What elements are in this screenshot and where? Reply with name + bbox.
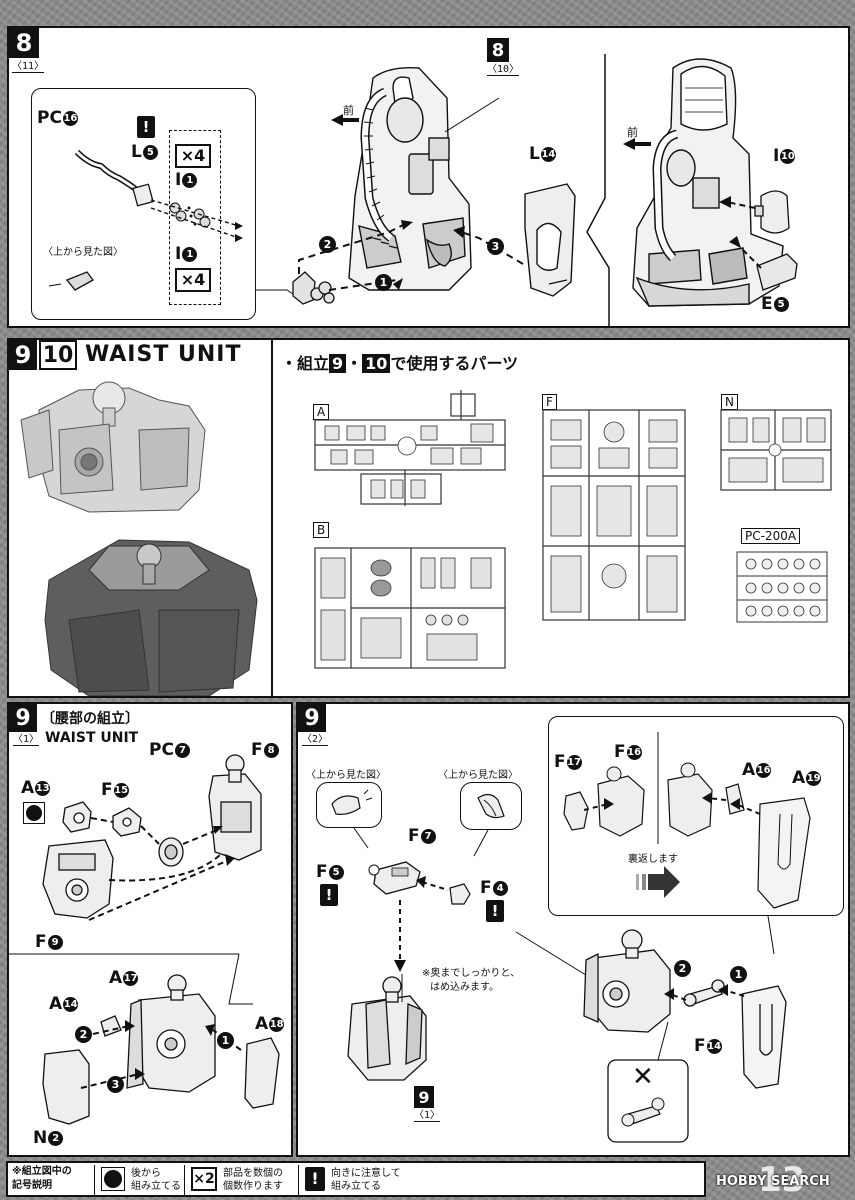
step8-inner-number: 8 — [487, 38, 509, 62]
wrong-mark-icon: ✕ — [632, 1062, 654, 1092]
legend-item-assemble-later: 後から 組み立てる — [94, 1165, 264, 1195]
step9-number-box: 9 — [9, 340, 37, 370]
waist-unit-render — [20, 381, 258, 696]
insert-note-line2: はめ込みます。 — [430, 982, 499, 993]
step8-arrow-3: 3 — [487, 238, 504, 255]
ref-step-number: 9 — [414, 1086, 434, 1108]
step8-detail-drawing — [48, 54, 798, 326]
step9-2-sub: 〈2〉 — [302, 734, 329, 746]
step9-1-arrow-3: 3 — [107, 1076, 124, 1093]
orientation-legend-icon: ! — [305, 1167, 325, 1191]
step9-1-drawing — [9, 754, 280, 1125]
assemble-later-legend-icon — [101, 1167, 125, 1191]
runner-b-label: B — [313, 522, 330, 538]
runner-n-drawing — [720, 409, 832, 491]
watermark-logo: 13 HOBBY SEARCH — [712, 1160, 852, 1200]
hand-part-drawing — [292, 271, 335, 305]
legend-item-orientation: ! 向きに注意して 組み立てる — [298, 1165, 428, 1195]
top-view-label: 〈上から見た図〉 — [43, 247, 123, 258]
symbol-legend: ※組立図中の 記号説明 後から 組み立てる ×2 部品を数個の 個数作ります !… — [6, 1161, 706, 1197]
part-i10-drawing — [754, 190, 790, 234]
step8-arrow-1: 1 — [375, 274, 392, 291]
front-label-right: 前 — [627, 126, 638, 139]
step9-2-arrow-1: 1 — [730, 966, 747, 983]
body-drawing-right — [632, 58, 784, 307]
step10-number-box: 10 — [39, 340, 77, 370]
orientation-warning-icon-f4: ! — [486, 900, 504, 922]
part-e5-drawing — [756, 253, 798, 291]
step9-2-left-drawing — [331, 789, 505, 1081]
step9-2-arrow-2: 2 — [674, 960, 691, 977]
legend-title: ※組立図中の 記号説明 — [12, 1166, 72, 1191]
runner-pc200a-label: PC-200A — [741, 528, 801, 544]
ref-step-sub: 〈1〉 — [414, 1110, 441, 1122]
runner-a-drawing — [314, 390, 506, 506]
step9-1-arrow-2: 2 — [75, 1026, 92, 1043]
step9-1-title: 〔腰部の組立〕 — [41, 711, 139, 727]
quantity-x4-top: ×4 — [175, 144, 211, 168]
page-number: 13 — [758, 1160, 806, 1200]
step9-2-right-drawing — [515, 732, 811, 1143]
step8-sub: 〈11〉 — [12, 61, 45, 73]
quantity-group-box — [169, 130, 221, 305]
step9-1-sub: 〈1〉 — [13, 734, 40, 746]
top-view-label-right: 〈上から見た図〉 — [438, 770, 518, 781]
orientation-warning-icon: ! — [137, 116, 155, 138]
step9-2-number: 9 — [298, 704, 326, 732]
part-l14-drawing — [524, 183, 576, 297]
waist-unit-title: WAIST UNIT — [85, 342, 242, 367]
orientation-warning-icon-f5: ! — [320, 884, 338, 906]
runner-f-drawing — [542, 409, 686, 621]
runner-b-drawing — [314, 547, 506, 669]
insert-note-line1: ※奥までしっかりと、 — [422, 968, 520, 979]
step9-1-arrow-1: 1 — [217, 1032, 234, 1049]
assemble-later-icon — [23, 802, 45, 824]
step8-number: 8 — [9, 28, 39, 58]
divider-line — [271, 340, 273, 696]
hose-drawing-center — [360, 87, 394, 242]
quantity-x4-bottom: ×4 — [175, 268, 211, 292]
flip-label: 裏返します — [628, 854, 678, 865]
step9-1-subtitle: WAIST UNIT — [45, 730, 139, 746]
runner-pc200a-drawing — [736, 551, 828, 623]
top-view-label-left: 〈上から見た図〉 — [306, 770, 386, 781]
legend-item-multiple: ×2 部品を数個の 個数作ります — [184, 1165, 294, 1195]
step9-1-number: 9 — [9, 704, 37, 732]
step8-inner-sub: 〈10〉 — [487, 64, 520, 76]
watermark-text: HOBBY SEARCH — [716, 1174, 830, 1189]
quantity-legend-icon: ×2 — [191, 1167, 217, 1191]
front-label-center: 前 — [343, 104, 354, 117]
step8-arrow-2: 2 — [319, 236, 336, 253]
